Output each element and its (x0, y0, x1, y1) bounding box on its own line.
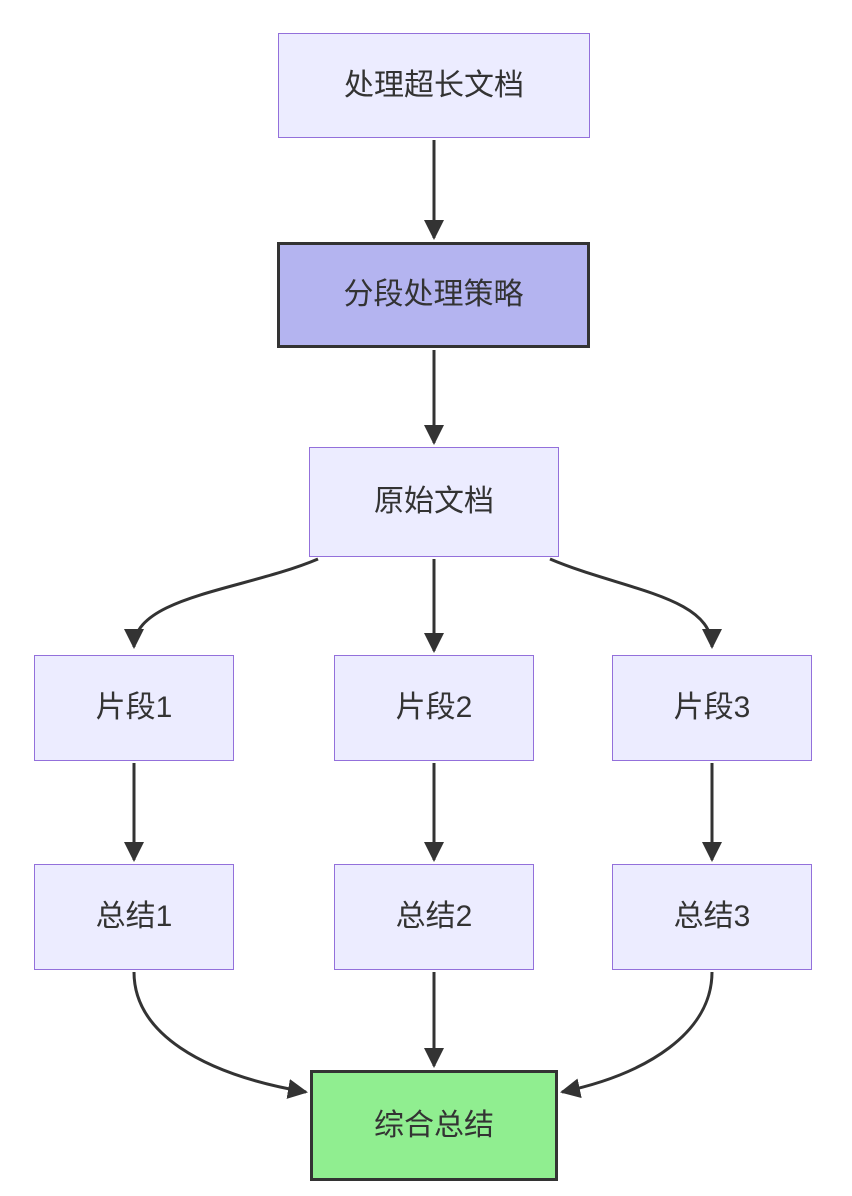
node-segmentation-strategy: 分段处理策略 (277, 242, 590, 348)
node-original-document: 原始文档 (309, 447, 559, 557)
node-fragment-2: 片段2 (334, 655, 534, 761)
edge-e1-g (132, 971, 308, 1099)
edge-c-d3 (549, 557, 722, 649)
node-fragment-1: 片段1 (34, 655, 234, 761)
node-summary-2: 总结2 (334, 864, 534, 970)
node-process-long-document: 处理超长文档 (278, 33, 590, 138)
node-combined-summary: 综合总结 (310, 1070, 558, 1181)
edge-e3-g (560, 971, 714, 1099)
node-summary-1: 总结1 (34, 864, 234, 970)
edge-c-d1 (124, 557, 319, 649)
node-summary-3: 总结3 (612, 864, 812, 970)
node-fragment-3: 片段3 (612, 655, 812, 761)
